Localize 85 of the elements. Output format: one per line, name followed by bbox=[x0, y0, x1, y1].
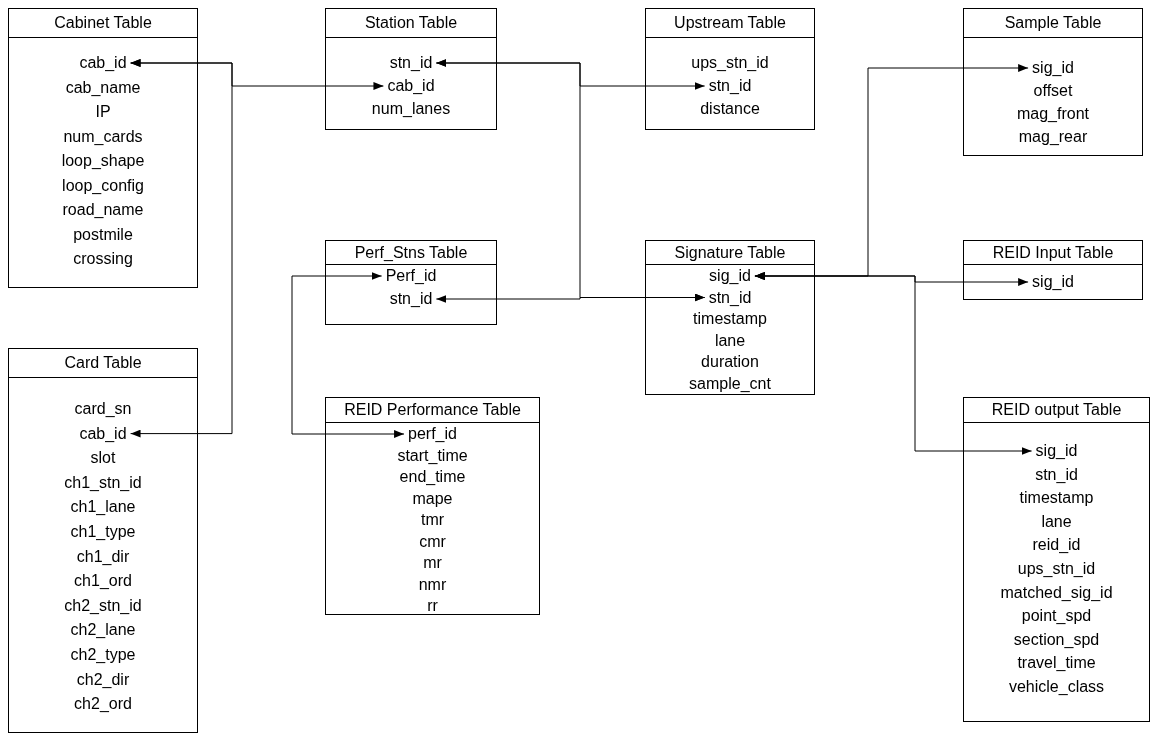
field-name: timestamp bbox=[693, 309, 767, 329]
field-name: timestamp bbox=[1019, 488, 1094, 509]
field-name: road_name bbox=[62, 200, 144, 220]
field-name: sig_id bbox=[709, 266, 751, 286]
table-box bbox=[963, 240, 1143, 300]
table-box bbox=[645, 240, 815, 395]
field-name: ups_stn_id bbox=[1017, 558, 1096, 579]
field-name: stn_id bbox=[708, 287, 752, 308]
field-name: distance bbox=[700, 99, 760, 119]
field-name: stn_id bbox=[1035, 464, 1078, 485]
field-name: cab_name bbox=[65, 77, 141, 98]
field-name: cab_id bbox=[79, 423, 127, 444]
field-name: IP bbox=[95, 102, 111, 122]
connector-arrow bbox=[754, 272, 1033, 455]
field-name: end_time bbox=[399, 467, 466, 487]
field-name: perf_id bbox=[408, 424, 457, 444]
table-title: Upstream Table bbox=[646, 9, 814, 38]
field-name: ch2_stn_id bbox=[64, 595, 142, 616]
table-title: REID output Table bbox=[964, 398, 1149, 423]
connector-arrow bbox=[130, 59, 233, 438]
table-box bbox=[8, 348, 198, 733]
field-name: ch2_lane bbox=[70, 620, 136, 641]
field-name: stn_id bbox=[389, 289, 433, 309]
field-name: cab_id bbox=[79, 53, 127, 73]
field-name: sig_id bbox=[1035, 441, 1078, 461]
field-name: point_spd bbox=[1021, 606, 1092, 627]
table-title: Signature Table bbox=[646, 241, 814, 265]
field-name: sig_id bbox=[1032, 272, 1074, 292]
table-box bbox=[963, 397, 1150, 722]
table-box bbox=[325, 240, 497, 325]
field-name: ch1_type bbox=[70, 521, 136, 542]
table-title: Cabinet Table bbox=[9, 9, 197, 38]
field-name: lane bbox=[714, 330, 746, 351]
field-name: offset bbox=[1033, 81, 1073, 101]
field-name: postmile bbox=[73, 224, 133, 245]
table-title: REID Input Table bbox=[964, 241, 1142, 265]
field-name: reid_id bbox=[1032, 535, 1081, 556]
field-name: vehicle_class bbox=[1008, 676, 1105, 697]
table-title: Perf_Stns Table bbox=[326, 241, 496, 265]
field-name: lane bbox=[1041, 511, 1072, 532]
field-name: rr bbox=[427, 596, 438, 616]
field-name: loop_shape bbox=[61, 151, 145, 171]
field-name: ups_stn_id bbox=[691, 53, 769, 73]
table-box bbox=[325, 8, 497, 130]
table-title: REID Performance Table bbox=[326, 398, 539, 423]
field-name: mr bbox=[423, 553, 442, 573]
field-name: Perf_id bbox=[385, 266, 437, 286]
table-title: Station Table bbox=[326, 9, 496, 38]
field-name: ch1_dir bbox=[76, 546, 130, 567]
field-name: nmr bbox=[418, 574, 447, 595]
field-name: ch2_ord bbox=[74, 694, 132, 715]
field-name: matched_sig_id bbox=[1000, 582, 1113, 603]
table-title: Card Table bbox=[9, 349, 197, 378]
field-name: ch1_ord bbox=[74, 571, 132, 592]
field-name: card_sn bbox=[74, 399, 132, 419]
field-name: sig_id bbox=[1032, 58, 1074, 78]
field-name: travel_time bbox=[1017, 653, 1096, 674]
field-name: stn_id bbox=[389, 53, 433, 73]
field-name: mag_front bbox=[1016, 104, 1089, 124]
connector-arrow bbox=[291, 272, 405, 438]
connector-arrow bbox=[435, 293, 706, 303]
field-name: mag_rear bbox=[1018, 127, 1088, 147]
field-name: num_cards bbox=[63, 126, 143, 147]
field-name: crossing bbox=[73, 249, 133, 269]
field-name: cab_id bbox=[387, 76, 435, 96]
field-name: ch1_lane bbox=[70, 497, 136, 518]
field-name: ch2_type bbox=[70, 644, 136, 665]
field-name: ch1_stn_id bbox=[64, 472, 142, 493]
field-name: mape bbox=[412, 488, 453, 509]
field-name: start_time bbox=[397, 445, 468, 466]
field-name: tmr bbox=[420, 510, 445, 530]
field-name: slot bbox=[90, 448, 116, 469]
field-name: section_spd bbox=[1013, 629, 1100, 650]
field-name: cmr bbox=[419, 531, 446, 552]
field-name: ch2_dir bbox=[76, 669, 130, 690]
table-box bbox=[963, 8, 1143, 156]
field-name: stn_id bbox=[708, 76, 752, 96]
table-box bbox=[325, 397, 540, 615]
field-name: num_lanes bbox=[371, 99, 451, 119]
table-box bbox=[645, 8, 815, 130]
table-title: Sample Table bbox=[964, 9, 1142, 38]
field-name: loop_config bbox=[62, 175, 144, 196]
field-name: sample_cnt bbox=[689, 373, 771, 394]
table-box bbox=[8, 8, 198, 288]
field-name: duration bbox=[701, 352, 759, 372]
